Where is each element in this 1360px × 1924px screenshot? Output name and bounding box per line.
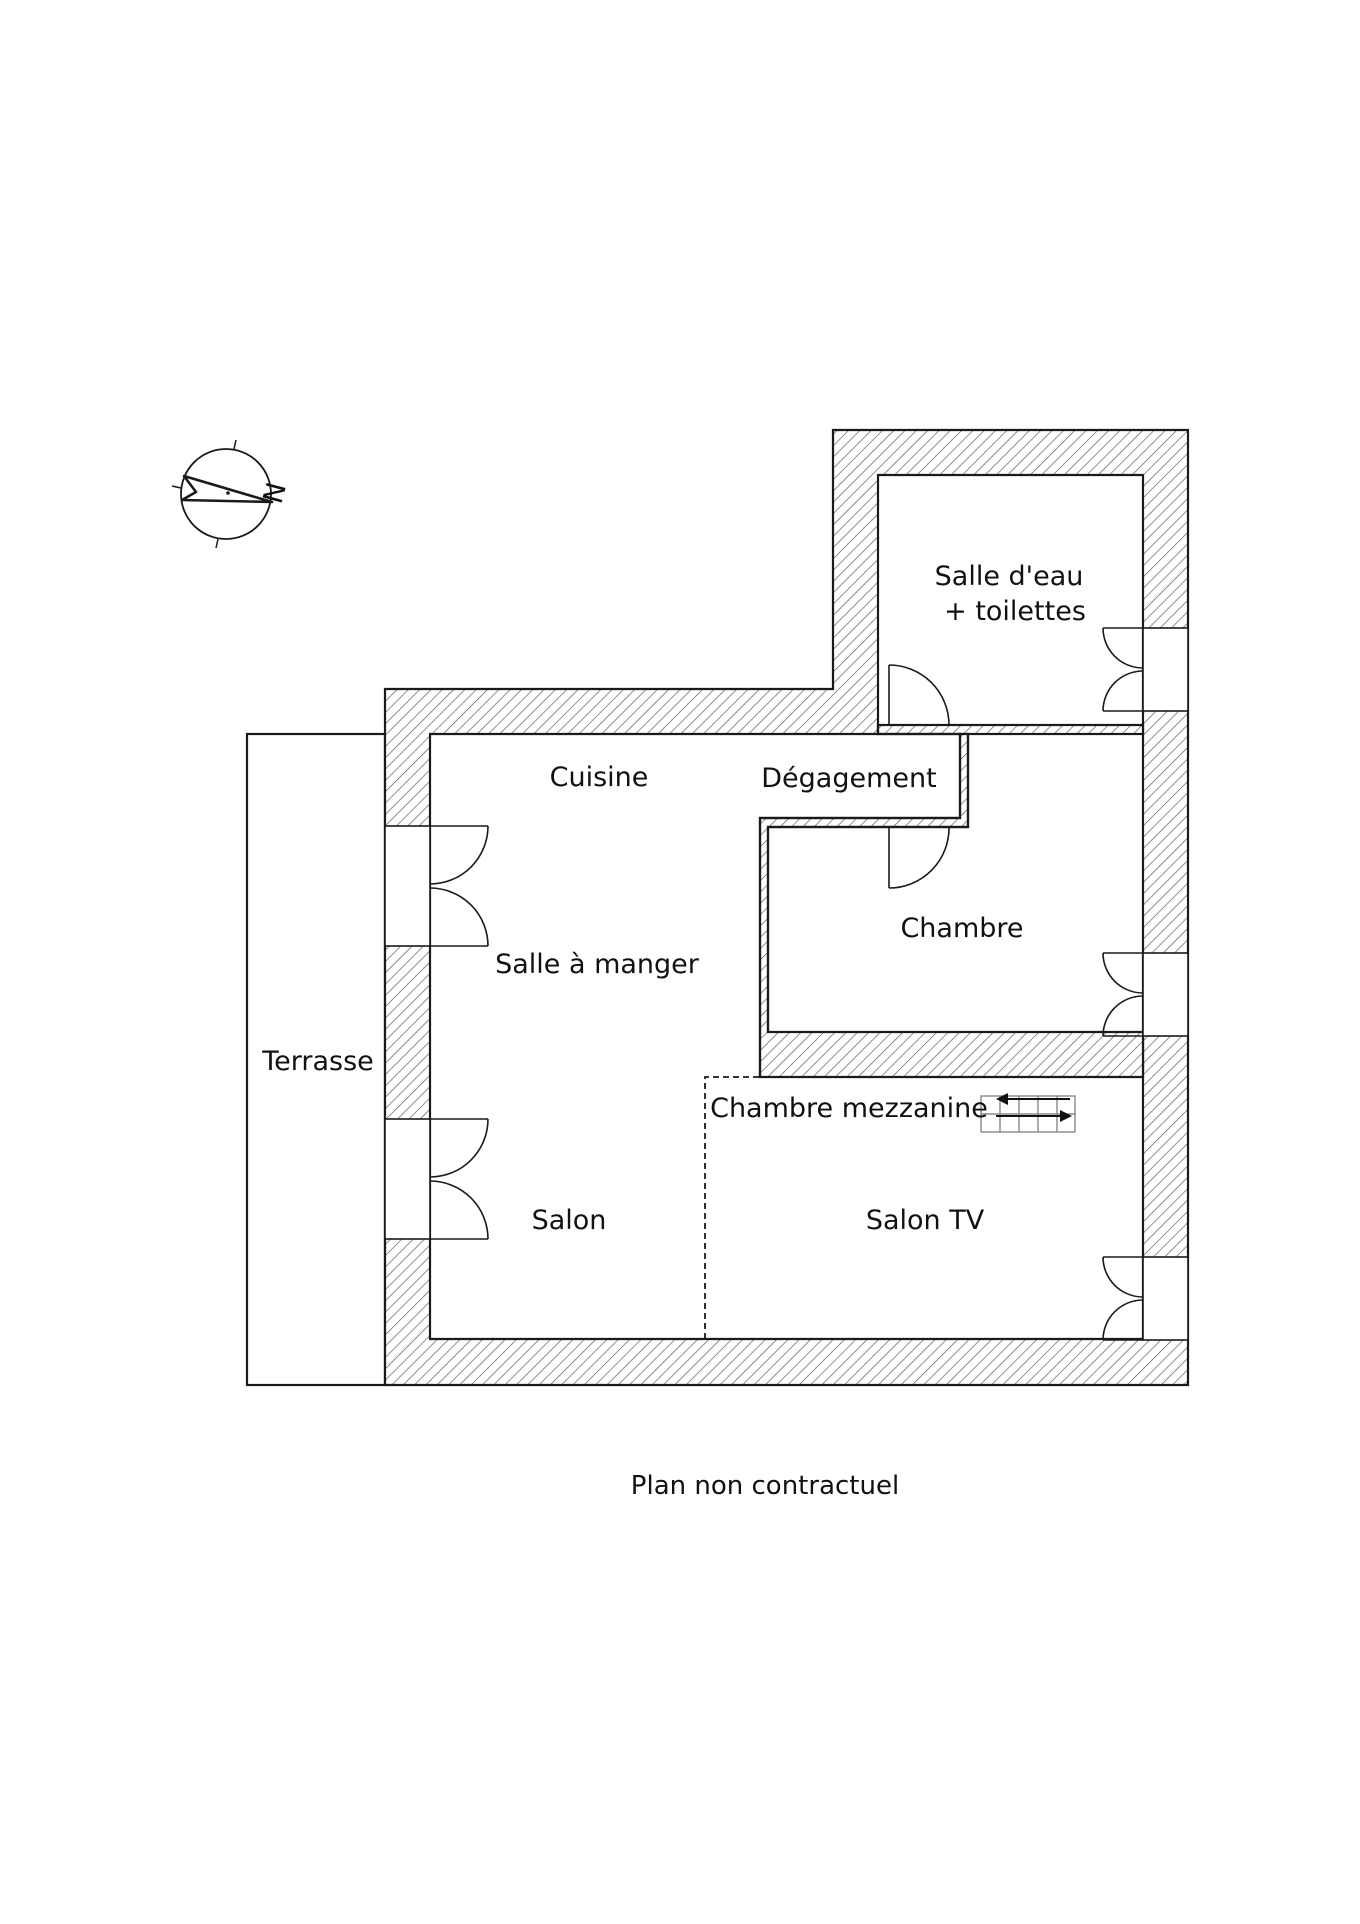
room-label-salle-deau: Salle d'eau [935, 561, 1084, 592]
room-label-terrasse: Terrasse [261, 1046, 374, 1077]
plan-caption: Plan non contractuel [631, 1471, 899, 1501]
room-label-salle-a-manger: Salle à manger [495, 949, 700, 980]
window-east-1 [1102, 627, 1144, 712]
window-opening-east-1 [1142, 627, 1189, 712]
bathroom-bottom-wall [876, 723, 1145, 736]
window-opening-east-2 [1142, 952, 1189, 1037]
room-label-chambre-mezzanine: Chambre mezzanine [710, 1093, 988, 1124]
window-opening-east-3 [1142, 1256, 1189, 1341]
window-opening-west-2 [384, 1118, 431, 1240]
room-label-salon: Salon [532, 1205, 607, 1236]
degagement-partition [758, 725, 970, 1077]
room-label-degagement: Dégagement [761, 763, 936, 794]
bathroom-door [888, 664, 950, 726]
window-east-2 [1102, 952, 1144, 1037]
french-window-west-1 [429, 825, 489, 947]
window-opening-west-1 [384, 825, 431, 947]
french-window-west-2 [429, 1118, 489, 1240]
room-label-cuisine: Cuisine [550, 762, 649, 793]
compass-rose-icon [171, 439, 274, 549]
mezzanine-stairs [980, 1095, 1076, 1133]
stairs-direction-arrow-icon [996, 1093, 1072, 1122]
chambre-door [888, 826, 950, 889]
room-label-toilettes: + toilettes [944, 596, 1086, 627]
room-label-chambre: Chambre [900, 913, 1023, 944]
window-east-3 [1102, 1256, 1144, 1341]
room-label-salon-tv: Salon TV [866, 1205, 985, 1236]
mezzanine-outline [704, 1076, 768, 1339]
